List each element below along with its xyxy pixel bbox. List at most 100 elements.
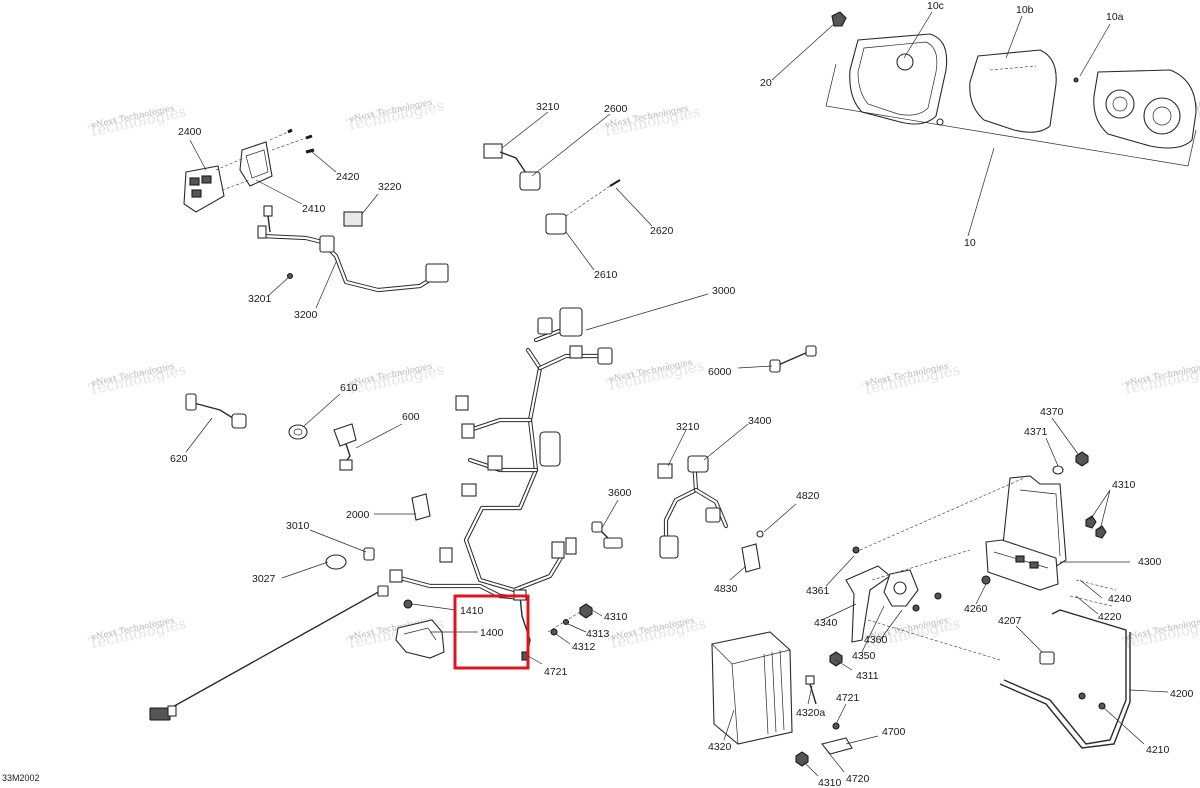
callout-4310-right: 4310 [1112, 479, 1136, 491]
callout-3201: 3201 [248, 293, 272, 305]
callout-4700: 4700 [882, 726, 906, 738]
gauge-cluster-group [825, 11, 1197, 237]
nut-icon [831, 11, 847, 27]
callout-4830: 4830 [714, 583, 738, 595]
callout-3220: 3220 [378, 181, 402, 193]
callout-2400: 2400 [178, 126, 202, 138]
module-1400 [395, 599, 445, 659]
callout-3400: 3400 [748, 415, 772, 427]
washer [325, 554, 347, 570]
figure-code: 33M2002 [2, 773, 40, 783]
harness-3400 [657, 455, 729, 559]
bracket [411, 493, 431, 521]
callout-1400: 1400 [480, 627, 504, 639]
callout-4220: 4220 [1098, 611, 1122, 623]
callout-4360: 4360 [864, 634, 888, 646]
callout-4340: 4340 [814, 617, 838, 629]
battery-cables [999, 609, 1131, 749]
callout-4300: 4300 [1138, 556, 1162, 568]
callout-4200: 4200 [1170, 688, 1194, 700]
callout-2410: 2410 [302, 203, 326, 215]
watermark: Technologies vNext Technologies [605, 356, 706, 394]
misc-parts-center [411, 493, 764, 573]
connector [425, 263, 449, 283]
switch-body [183, 165, 225, 213]
connector-3220 [343, 211, 363, 227]
callout-4260: 4260 [964, 603, 988, 615]
callout-3027: 3027 [252, 573, 276, 585]
watermark: Technologies vNext Technologies [1121, 614, 1200, 652]
highlight-box [453, 594, 530, 670]
callout-10c: 10c [927, 0, 944, 12]
connector-2610 [545, 213, 567, 235]
callout-10: 10 [964, 237, 976, 249]
junction-box [539, 431, 561, 467]
sensor-6000 [769, 345, 817, 373]
callout-4320: 4320 [708, 741, 732, 753]
callout-4310-bottom: 4310 [818, 777, 842, 788]
callout-3000: 3000 [712, 285, 736, 297]
ground-cable [149, 547, 389, 721]
battery-tray [985, 539, 1059, 591]
callout-4312: 4312 [572, 641, 596, 653]
fasteners-4310 [547, 603, 593, 636]
gauge-bezel [849, 33, 948, 125]
callout-6000: 6000 [708, 366, 732, 378]
watermark: Technologies vNext Technologies [87, 102, 188, 140]
callout-4313: 4313 [586, 628, 610, 640]
callout-4820: 4820 [796, 490, 820, 502]
callout-2600: 2600 [604, 103, 628, 115]
callout-4310-mid: 4310 [604, 611, 628, 623]
callout-10b: 10b [1016, 4, 1034, 16]
main-harness [389, 307, 613, 661]
bracket-4340 [845, 565, 891, 643]
grommet [288, 424, 308, 440]
watermark: Technologies vNext Technologies [87, 614, 188, 652]
callout-4721-right: 4721 [836, 692, 860, 704]
callout-4370: 4370 [1040, 406, 1064, 418]
battery-strap [821, 737, 853, 755]
callout-2620: 2620 [650, 225, 674, 237]
sensors-left [185, 393, 357, 471]
callout-3210-mid: 3210 [676, 421, 700, 433]
callout-4210: 4210 [1146, 744, 1170, 756]
callout-4320a: 4320a [796, 707, 825, 719]
callout-3210-top: 3210 [536, 101, 560, 113]
battery [711, 631, 793, 745]
battery-box-group [981, 451, 1117, 607]
callout-4721-left: 4721 [544, 666, 568, 678]
watermark: Technologies vNext Technologies [1121, 360, 1200, 398]
connector [559, 307, 583, 337]
callout-2000: 2000 [346, 509, 370, 521]
callout-4207: 4207 [998, 615, 1022, 627]
callout-2610: 2610 [594, 269, 618, 281]
control-module-1400 [395, 619, 445, 659]
watermark: Technologies vNext Technologies [87, 360, 188, 398]
callout-20: 20 [760, 77, 772, 89]
harness-3200 [257, 205, 449, 293]
gauge-bezel-hole [896, 53, 914, 71]
gauge-lens [969, 49, 1057, 133]
harness-3210-2600 [483, 143, 621, 235]
callout-4240: 4240 [1108, 593, 1132, 605]
connector [483, 143, 503, 159]
watermark: Technologies vNext Technologies [345, 96, 446, 134]
callout-4720: 4720 [846, 773, 870, 785]
callout-2420: 2420 [336, 171, 360, 183]
callout-3600: 3600 [608, 487, 632, 499]
callout-610: 610 [340, 382, 358, 394]
callout-4371: 4371 [1024, 426, 1048, 438]
callout-4311: 4311 [856, 670, 879, 682]
battery-4320 [711, 631, 793, 745]
callout-600: 600 [402, 411, 420, 423]
callout-1410: 1410 [460, 605, 484, 617]
callout-620: 620 [170, 453, 188, 465]
callout-3010: 3010 [286, 520, 310, 532]
connector [657, 463, 673, 479]
battery-hardware [795, 651, 853, 767]
callout-4350: 4350 [852, 650, 876, 662]
callout-4361: 4361 [806, 585, 830, 597]
